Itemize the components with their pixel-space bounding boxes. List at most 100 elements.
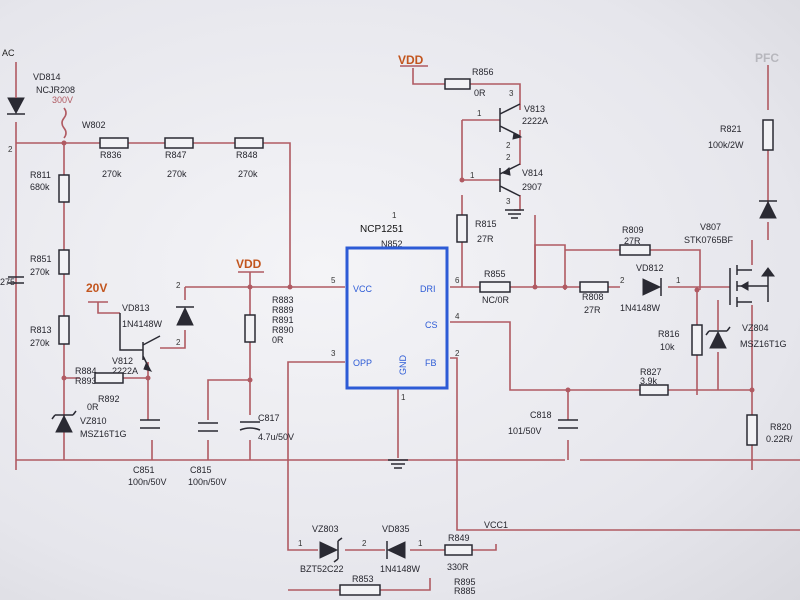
r856-ref: R856 <box>472 67 494 77</box>
resistor-r855 <box>479 281 511 293</box>
r816-value: 10k <box>660 342 675 352</box>
transistor-v814 <box>499 163 521 197</box>
chip-pin-num-fb: 2 <box>455 349 460 358</box>
resistor-r848 <box>234 137 264 149</box>
pin-mark: 2 <box>8 145 13 154</box>
vd812-ref: VD812 <box>636 263 664 273</box>
c817-ref: C817 <box>258 413 280 423</box>
pin-mark: 2 <box>620 276 625 285</box>
chip-pin-gnd: GND <box>398 355 408 376</box>
net-label-vdd-top: VDD <box>398 53 424 67</box>
r808-value: 27R <box>584 305 601 315</box>
r809-ref: R809 <box>622 225 644 235</box>
r856-value: 0R <box>474 88 486 98</box>
capacitor-left-edge <box>8 276 24 284</box>
pin-mark: 2 <box>176 281 181 290</box>
r827-value: 3.9k <box>640 376 658 386</box>
r827-ref: R827 <box>640 367 662 377</box>
chip-pin-opp: OPP <box>353 358 372 368</box>
vd814-ref: VD814 <box>33 72 61 82</box>
resistor-r849 <box>444 544 473 556</box>
c818-ref: C818 <box>530 410 552 420</box>
chip-pin-num-dri: 6 <box>455 276 460 285</box>
vd813-ref: VD813 <box>122 303 150 313</box>
vz804-ref: VZ804 <box>742 323 769 333</box>
r821-value: 100k/2W <box>708 140 744 150</box>
r883-value: 0R <box>272 335 284 345</box>
r848-ref: R848 <box>236 150 258 160</box>
vd814-value: NCJR208 <box>36 85 75 95</box>
c817-value: 4.7u/50V <box>258 432 294 442</box>
chip-pin-num-vcc: 5 <box>331 276 336 285</box>
diode-right-top <box>759 200 777 219</box>
zener-vz810 <box>51 410 77 433</box>
v812-ref: V812 <box>112 356 133 366</box>
r847-ref: R847 <box>165 150 187 160</box>
r851-ref: R851 <box>30 254 52 264</box>
r813-value: 270k <box>30 338 50 348</box>
r848-value: 270k <box>238 169 258 179</box>
r890-ref: R890 <box>272 325 294 335</box>
r849-value: 330R <box>447 562 469 572</box>
capacitor-c818 <box>558 419 578 429</box>
v813-value: 2222A <box>522 116 548 126</box>
diode-vd835 <box>386 541 406 559</box>
chip-pin-dri: DRI <box>420 284 436 294</box>
pin-mark: 2 <box>506 141 511 150</box>
r820-ref: R820 <box>770 422 792 432</box>
net-label-ac: AC <box>2 48 15 58</box>
chip-body <box>345 246 449 390</box>
resistor-r836 <box>99 137 129 149</box>
r849-ref: R849 <box>448 533 470 543</box>
ground-symbol <box>388 209 524 469</box>
vz810-ref: VZ810 <box>80 416 107 426</box>
capacitor-c817 <box>239 421 261 431</box>
vd814-note: 300V <box>52 95 73 105</box>
r892-value: 0R <box>87 402 99 412</box>
resistor-r851 <box>58 249 70 275</box>
r813-ref: R813 <box>30 325 52 335</box>
pin-mark: 1 <box>477 109 482 118</box>
mosfet-v807 <box>729 265 775 307</box>
chip-pin-cs: CS <box>425 320 438 330</box>
vd835-value: 1N4148W <box>380 564 421 574</box>
resistor-r883 <box>244 314 256 343</box>
r892-ref: R892 <box>98 394 120 404</box>
v812-value: 2222A <box>112 366 138 376</box>
resistor-r892 <box>94 372 124 384</box>
v813-ref: V813 <box>524 104 545 114</box>
v807-value: STK0765BF <box>684 235 734 245</box>
net-label-vcc1: VCC1 <box>484 520 508 530</box>
r836-value: 270k <box>102 169 122 179</box>
r855-value: NC/0R <box>482 295 510 305</box>
pin-mark: 1 <box>676 276 681 285</box>
r816-ref: R816 <box>658 329 680 339</box>
c-left-ref: 275 <box>0 277 15 287</box>
chip-ncp1251: NCP1251 N852 1 VCC DRI CS OPP FB GND 5 6… <box>331 211 460 402</box>
r815-ref: R815 <box>475 219 497 229</box>
v814-value: 2907 <box>522 182 542 192</box>
resistor-r816 <box>691 324 703 356</box>
v807-ref: V807 <box>700 222 721 232</box>
junction-dots <box>61 140 755 393</box>
diode-vd814 <box>7 75 25 115</box>
r808-ref: R808 <box>582 292 604 302</box>
net-label-pfc: PFC <box>755 51 779 65</box>
c851-value: 100n/50V <box>128 477 167 487</box>
c851-ref: C851 <box>133 465 155 475</box>
r815-value: 27R <box>477 234 494 244</box>
transistor-v812 <box>119 313 161 372</box>
vd835-ref: VD835 <box>382 524 410 534</box>
vz803-value: BZT52C22 <box>300 564 344 574</box>
resistor-r847 <box>164 137 194 149</box>
pin-mark: 1 <box>470 171 475 180</box>
resistor-r820 <box>746 414 758 446</box>
c815-value: 100n/50V <box>188 477 227 487</box>
capacitor-c815 <box>198 422 218 432</box>
r885-ref: R885 <box>454 586 476 596</box>
r820-value: 0.22R/ <box>766 434 793 444</box>
r811-value: 680k <box>30 182 50 192</box>
resistor-r821 <box>762 119 774 151</box>
pin-mark: 3 <box>509 89 514 98</box>
